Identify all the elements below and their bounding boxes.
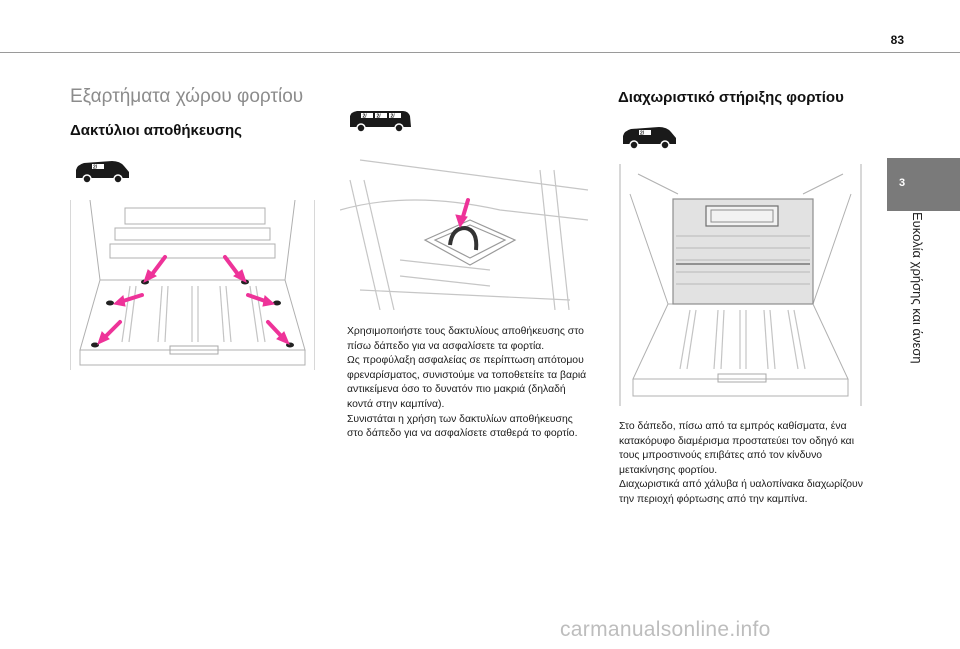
partition-illustration [618, 164, 863, 406]
van-icon: 2/ [72, 158, 132, 186]
partition-text: Στο δάπεδο, πίσω από τα εμπρός καθίσματα… [619, 420, 869, 508]
ring-arrow [455, 198, 470, 229]
top-rule [0, 52, 960, 53]
cargo-floor-illustration [69, 199, 316, 370]
tie-rings-paragraph: Ως προφύλαξη ασφαλείας σε περίπτωση απότ… [347, 355, 587, 410]
minibus-badge-2: 2/ [377, 114, 382, 120]
watermark: carmanualsonline.info [560, 618, 771, 641]
partition-paragraph: Διαχωριστικά από χάλυβα ή υαλοπίνακα δια… [619, 479, 863, 505]
chapter-number: 3 [898, 177, 906, 189]
tie-ring-closeup-illustration [339, 150, 590, 311]
minibus-badge-3: 2/ [391, 114, 396, 120]
tie-rings-paragraph: Συνιστάται η χρήση των δακτυλίων αποθήκε… [347, 413, 578, 440]
van-badge-text: 2/ [93, 165, 98, 171]
minibus-badge-1: 2/ [363, 114, 368, 120]
van-badge-text-right: 2/ [640, 131, 645, 137]
van-icon-right: 2/ [619, 124, 679, 152]
partition-heading: Διαχωριστικό στήριξης φορτίου [618, 89, 844, 106]
main-title: Εξαρτήματα χώρου φορτίου [70, 86, 304, 107]
tie-rings-text: Χρησιμοποιήστε τους δακτυλίους αποθήκευσ… [347, 325, 587, 442]
minibus-icon: 2/ 2/ 2/ [347, 108, 413, 134]
tie-rings-paragraph: Χρησιμοποιήστε τους δακτυλίους αποθήκευσ… [347, 326, 584, 352]
partition-paragraph: Στο δάπεδο, πίσω από τα εμπρός καθίσματα… [619, 421, 855, 476]
chapter-title: Ευκολία χρήσης και άνεση [910, 212, 925, 364]
page-number: 83 [890, 33, 904, 47]
chapter-tab[interactable]: 3 [887, 158, 960, 211]
tie-rings-heading: Δακτύλιοι αποθήκευσης [70, 122, 242, 139]
arrow-group [97, 255, 290, 345]
